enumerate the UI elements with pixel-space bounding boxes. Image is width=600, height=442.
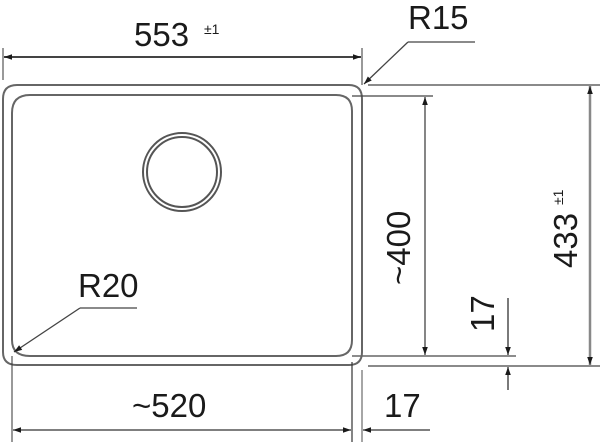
sink-bowl-outline — [11, 94, 353, 357]
outer-radius-label: R15 — [408, 0, 469, 36]
dimension-rim-bottom: 17 — [464, 295, 511, 390]
rim-side-value: 17 — [384, 387, 421, 424]
overall-height-value: 433 — [547, 213, 584, 268]
inner-radius-label: R20 — [78, 267, 139, 304]
bowl-height-value: ~400 — [380, 211, 417, 285]
dimension-rim-side: 17 — [363, 387, 430, 433]
dimension-overall-height: 433 ±1 — [547, 86, 593, 365]
radius-inner-callout: R20 — [13, 267, 139, 353]
bowl-width-value: ~520 — [132, 387, 206, 424]
dimension-bowl-width: ~520 — [13, 387, 351, 433]
dimension-overall-width: 553 ±1 — [2, 16, 363, 85]
rim-bottom-value: 17 — [464, 295, 501, 332]
dimension-bowl-height: ~400 — [380, 97, 428, 355]
overall-height-tolerance: ±1 — [550, 189, 566, 205]
overall-width-value: 553 — [134, 16, 189, 53]
overall-width-tolerance: ±1 — [204, 21, 220, 37]
drain-icon — [142, 132, 222, 212]
radius-outer-callout: R15 — [363, 0, 475, 85]
sink-outer-outline — [2, 84, 363, 366]
